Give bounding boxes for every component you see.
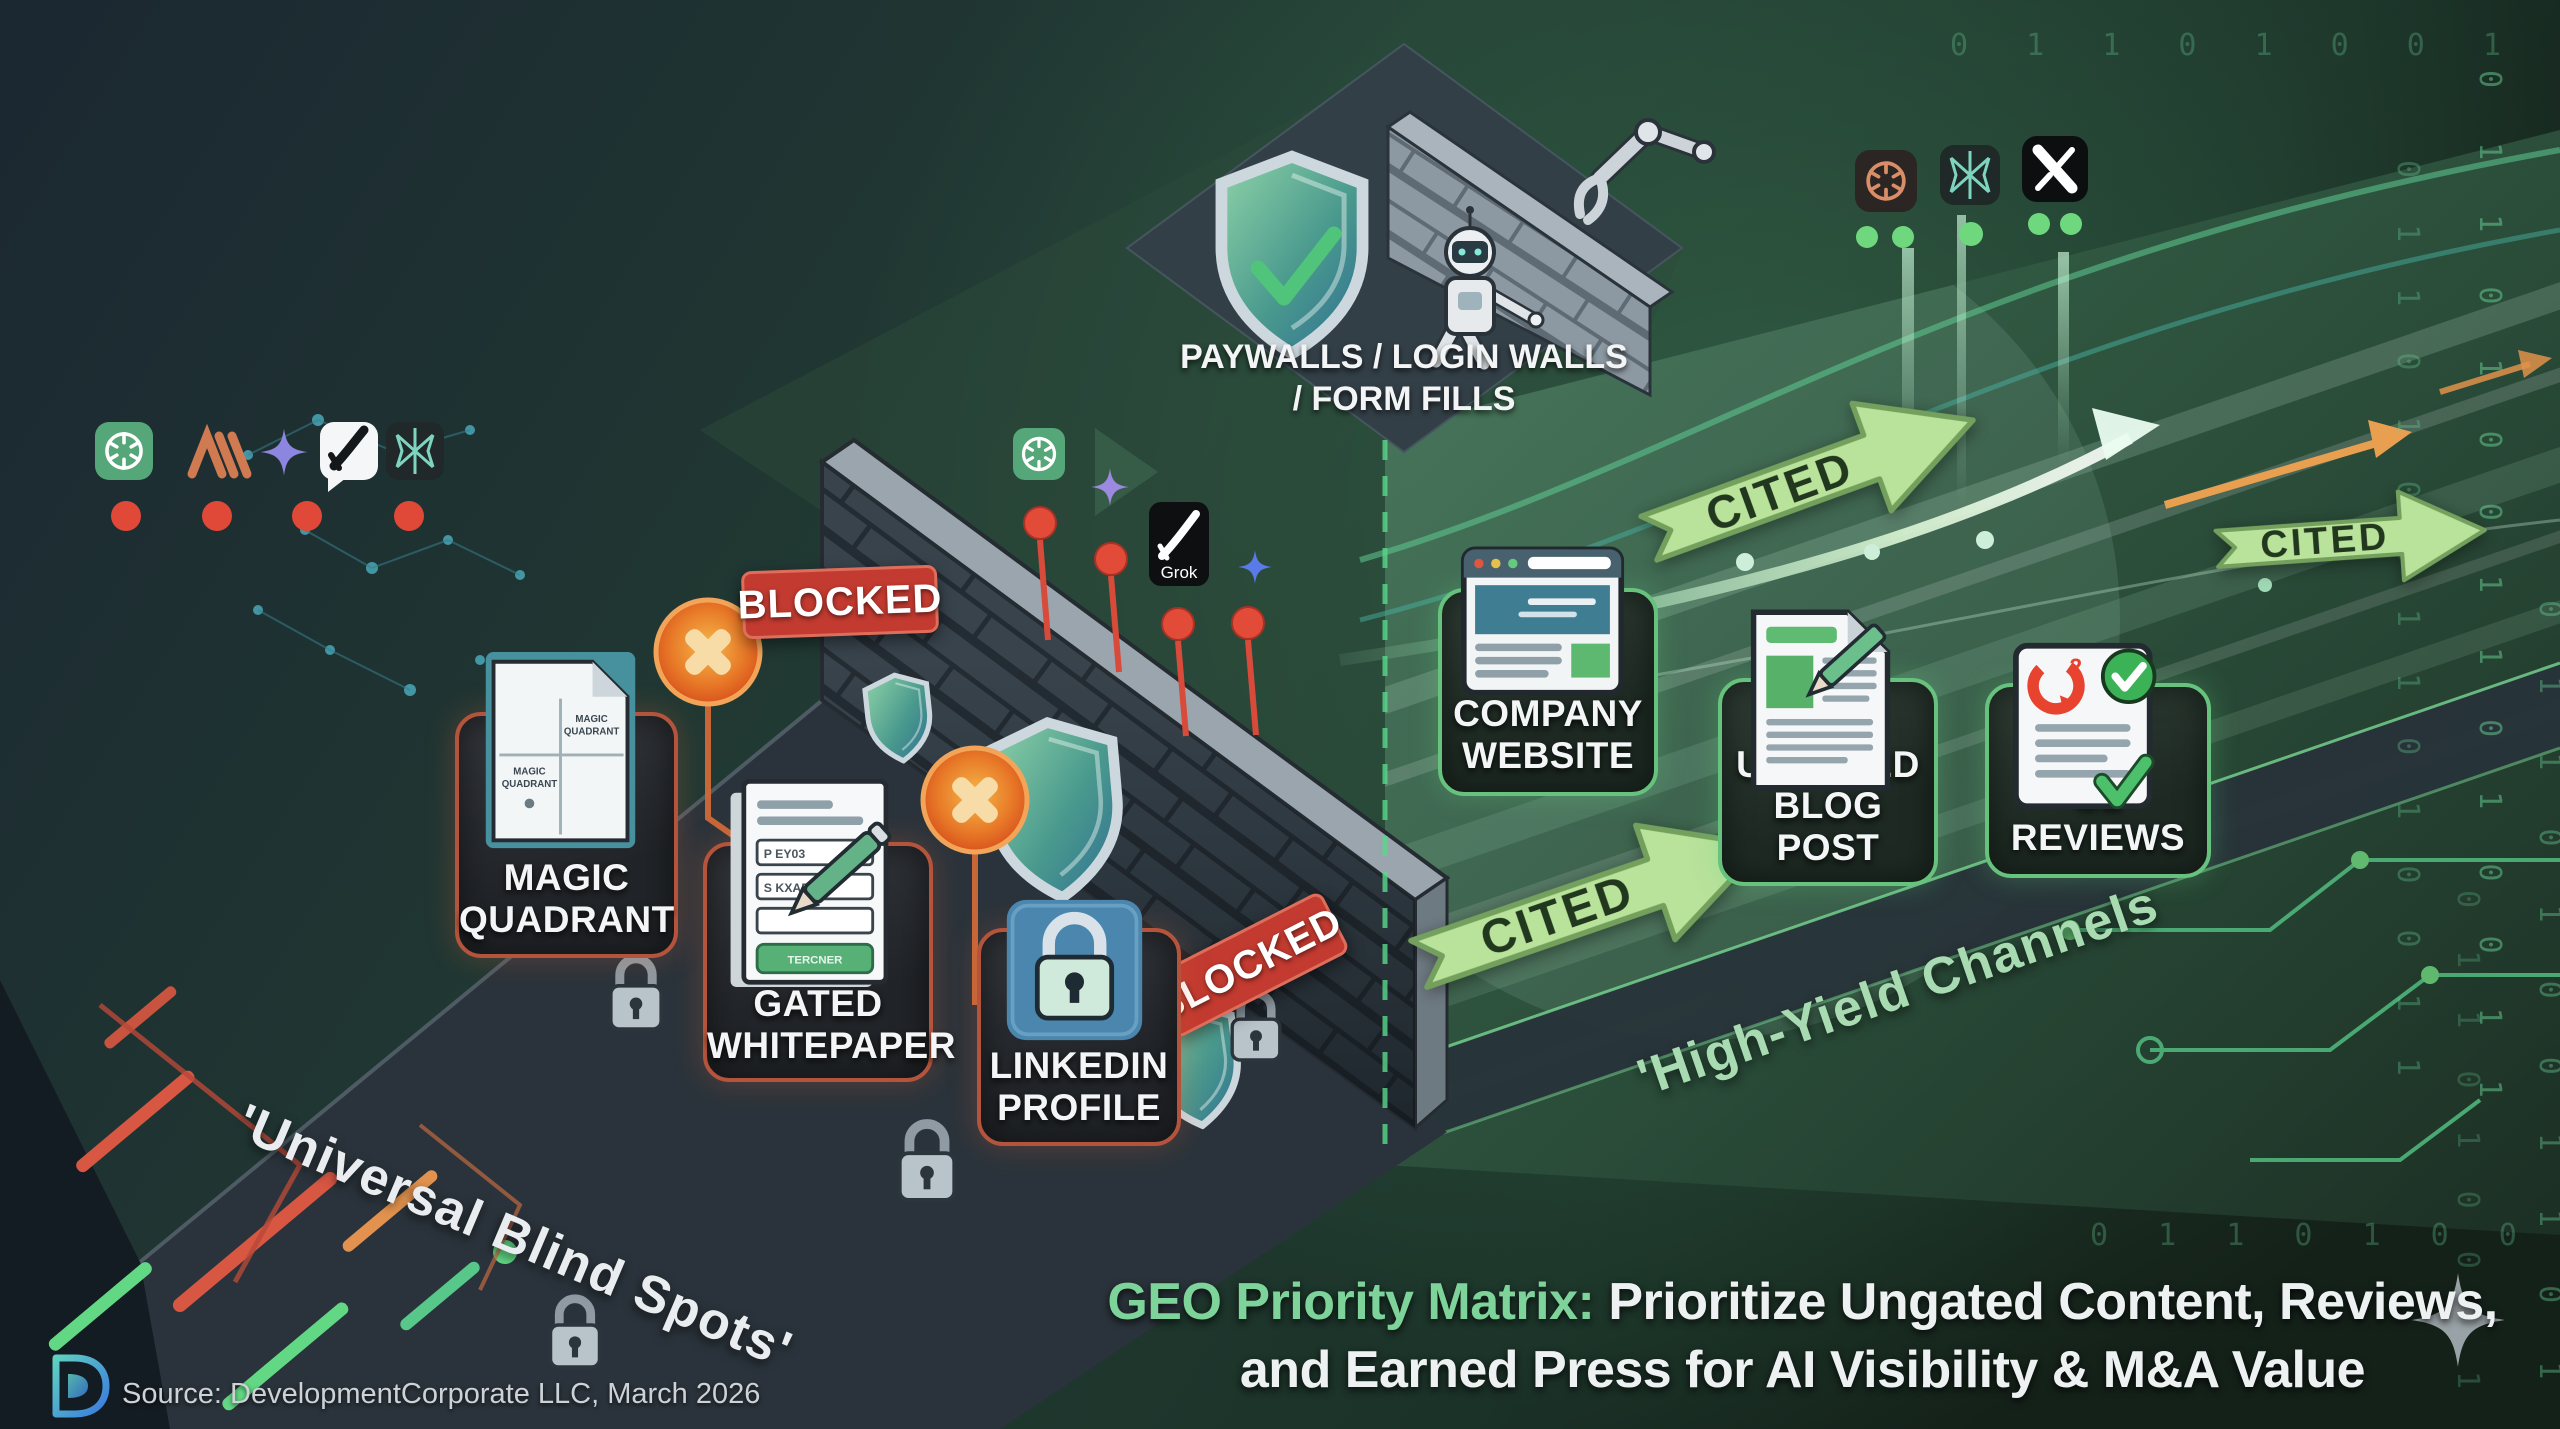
blog-post-doc-icon bbox=[1750, 609, 1891, 791]
g2-logo: 2 bbox=[2027, 653, 2085, 715]
geo-matrix-line2: and Earned Press for AI Visibility & M&A… bbox=[1239, 1341, 2366, 1399]
pencil-icon bbox=[787, 821, 892, 917]
paywalls-vignette bbox=[1125, 42, 1716, 454]
paywalls-label-line1: PAYWALLS / LOGIN WALLS bbox=[1180, 338, 1628, 376]
cited-dots bbox=[1856, 213, 2082, 248]
pencil-icon bbox=[1805, 623, 1887, 698]
circuit-traces-right bbox=[2060, 851, 2560, 1162]
svg-text:0 1 1 0 1 0 0 1 1 0 1 0 0 1 1: 0 1 1 0 1 0 0 1 1 0 1 0 0 1 1 bbox=[1950, 28, 2560, 63]
svg-text:2: 2 bbox=[2069, 653, 2082, 679]
ai-logo-row bbox=[95, 422, 444, 531]
svg-text:QUADRANT: QUADRANT bbox=[564, 727, 620, 738]
cited-arrow-top: CITED bbox=[1619, 358, 2001, 600]
moth-icon bbox=[1940, 145, 2000, 205]
circuit-traces-left bbox=[48, 986, 523, 1411]
shield-check-icon bbox=[1221, 157, 1362, 354]
svg-text:MAGIC: MAGIC bbox=[575, 714, 607, 725]
paywalls-label-line2: / FORM FILLS bbox=[1292, 380, 1516, 418]
openai-icon bbox=[1855, 150, 1917, 212]
robot-arm-icon bbox=[1574, 118, 1716, 225]
developmentcorporate-logo bbox=[52, 1354, 110, 1418]
grok-icon bbox=[320, 422, 378, 492]
blocked-badge-left: BLOCKED bbox=[737, 564, 943, 640]
gated-whitepaper-doc-icon: P EY03 S KXAEA TERCNER bbox=[730, 779, 892, 987]
moth-icon bbox=[386, 422, 444, 480]
blocked-dots bbox=[111, 501, 424, 531]
blocked-pins bbox=[1023, 506, 1265, 737]
geo-highlight: GEO Priority Matrix: bbox=[1107, 1273, 1595, 1331]
svg-text:TERCNER: TERCNER bbox=[787, 954, 842, 966]
blocked-x-markers bbox=[653, 597, 1030, 855]
x-ai-icon bbox=[2022, 136, 2088, 202]
svg-text:QUADRANT: QUADRANT bbox=[502, 779, 558, 790]
cited-arrow-bottom: CITED bbox=[1389, 780, 1792, 1030]
geo-matrix-line1: GEO Priority Matrix:Prioritize Ungated C… bbox=[1107, 1273, 2498, 1331]
svg-text:0 1 1 0 1 0 0 1 1 0 1 0 0 1 1: 0 1 1 0 1 0 0 1 1 0 1 0 0 1 1 bbox=[2532, 600, 2560, 1429]
svg-text:0 1 1 0 1 0 0 1 1 0 1 0 0 1 1: 0 1 1 0 1 0 0 1 1 0 1 0 0 1 1 bbox=[2472, 70, 2507, 1116]
openai-icon bbox=[1013, 428, 1065, 480]
g2-reviews-doc-icon: 2 bbox=[2013, 642, 2157, 810]
browser-window-icon bbox=[1460, 546, 1625, 696]
cited-arrow-right: CITED bbox=[2207, 480, 2493, 598]
linkedin-lock-icon bbox=[1006, 899, 1143, 1041]
magic-quadrant-doc-icon: MAGIC QUADRANT MAGIC QUADRANT bbox=[485, 652, 636, 849]
cited-label: CITED bbox=[2259, 515, 2391, 567]
svg-text:0 1 1 0 1 0 0 1 1 0 1 0 0 1 1: 0 1 1 0 1 0 0 1 1 0 1 0 0 1 1 bbox=[2090, 1218, 2560, 1253]
grok-label: Grok bbox=[1161, 563, 1198, 582]
svg-text:P EY03: P EY03 bbox=[764, 847, 806, 861]
ai-logo-row-right bbox=[1855, 136, 2088, 248]
svg-text:0 1 1 0 1 0 0 1 1 0 1 0 0 1 1: 0 1 1 0 1 0 0 1 1 0 1 0 0 1 1 bbox=[2390, 160, 2425, 1090]
check-circle-icon bbox=[2100, 648, 2157, 705]
binary-rain: 0 1 1 0 1 0 0 1 1 0 1 0 0 1 1 0 1 1 0 1 … bbox=[1950, 28, 2560, 1429]
grok-icon: Grok bbox=[1149, 502, 1209, 586]
anthropic-icon bbox=[187, 423, 252, 479]
svg-text:MAGIC: MAGIC bbox=[513, 766, 545, 777]
wall-ai-icons: Grok bbox=[1013, 428, 1272, 586]
paywall-brick-wall bbox=[1385, 110, 1675, 398]
source-attribution: Source: DevelopmentCorporate LLC, March … bbox=[122, 1378, 761, 1410]
openai-icon bbox=[95, 422, 153, 480]
card-label: G2 REVIEWS bbox=[2010, 775, 2186, 858]
robot-icon bbox=[1427, 206, 1545, 373]
